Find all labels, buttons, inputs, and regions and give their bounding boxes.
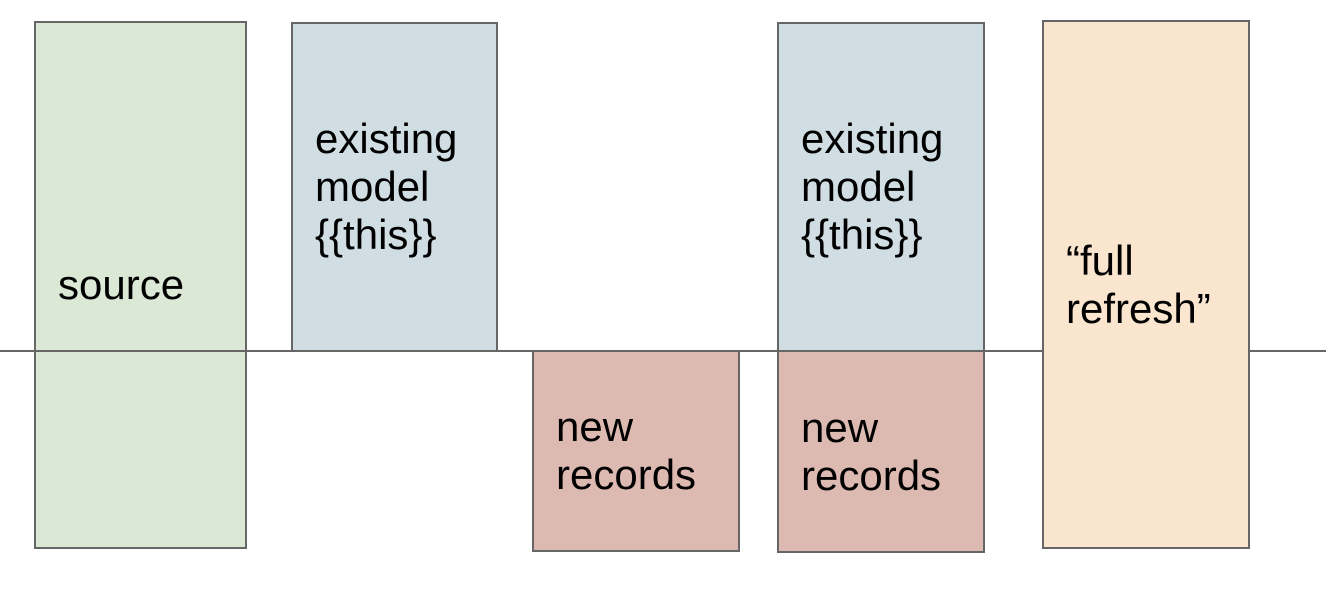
new-records-box-1-label: new records (556, 403, 697, 498)
new-records-box-2-label: new records (801, 403, 942, 499)
existing-model-box-1-label: existing model {{this}} (315, 115, 458, 258)
existing-model-box-2: existing model {{this}} (777, 22, 985, 352)
source-box: source (34, 21, 247, 549)
full-refresh-box: “full refresh” (1042, 20, 1250, 549)
existing-model-box-1: existing model {{this}} (291, 22, 498, 352)
source-box-label: source (58, 261, 185, 308)
new-records-box-1: new records (532, 350, 740, 552)
existing-model-box-2-label: existing model {{this}} (801, 115, 944, 258)
full-refresh-box-label: “full refresh” (1066, 236, 1211, 332)
new-records-box-2: new records (777, 350, 985, 553)
